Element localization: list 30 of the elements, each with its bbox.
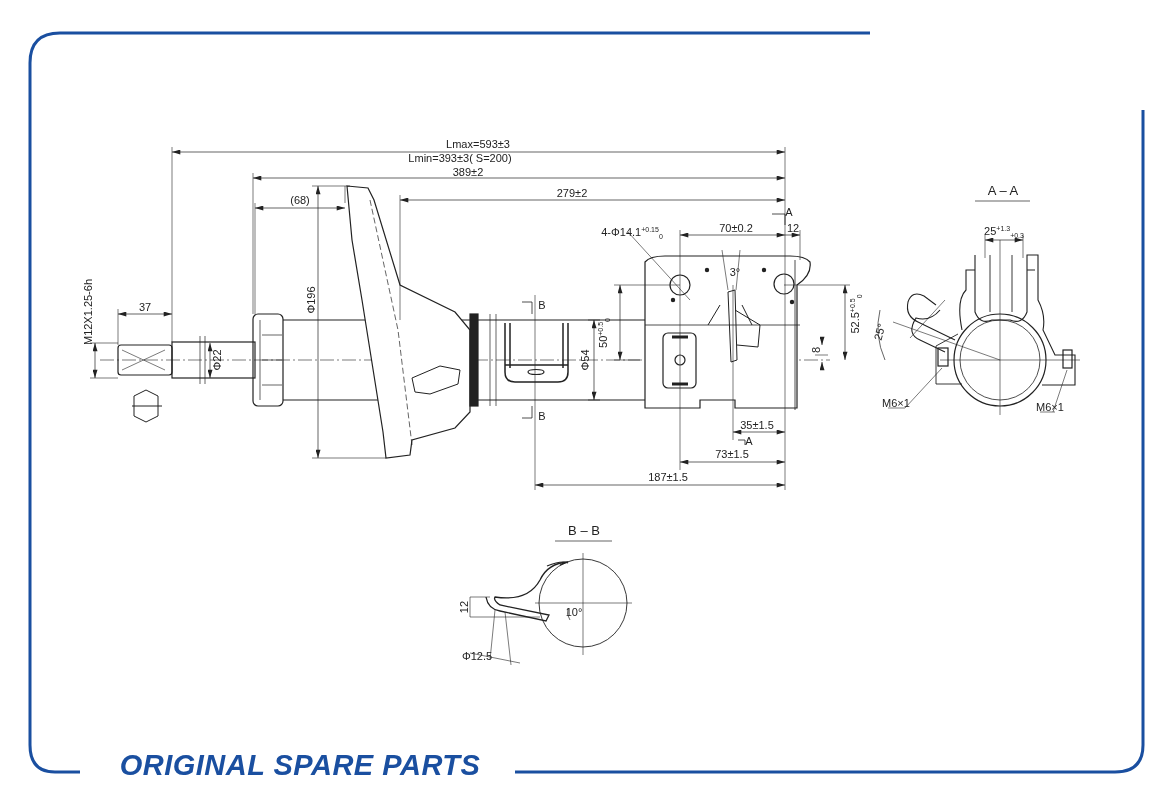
dimension-label: 35±1.5 [740, 419, 774, 431]
dimension-label: Φ54 [579, 349, 591, 371]
angle-label: 3° [729, 266, 741, 278]
angle-label: 10° [565, 606, 583, 618]
thread-label: M12X1.25-6h [82, 279, 94, 345]
section-marker: A [745, 435, 753, 447]
dimension-label: Φ196 [305, 286, 317, 314]
dimension-label: 8 [810, 346, 822, 354]
dimension-label: Φ12.5 [461, 650, 493, 662]
dimension-label: 12 [458, 600, 470, 614]
dimension-label: 187±1.5 [648, 471, 688, 483]
dimension-label: Lmin=393±3( S=200) [408, 152, 512, 164]
dimension-label: 12 [786, 222, 800, 234]
dimension-label: Φ22 [211, 349, 223, 371]
dimension-label: (68) [290, 194, 310, 206]
dimension-label: 73±1.5 [715, 448, 749, 460]
slogan-text: ORIGINAL SPARE PARTS [119, 750, 481, 780]
section-marker: A [785, 206, 793, 218]
thread-label: M6×1 [1036, 401, 1064, 413]
dimension-label: Lmax=593±3 [446, 138, 510, 150]
section-marker: B [538, 410, 546, 422]
section-title: B – B [568, 523, 600, 537]
dimension-label: 37 [138, 301, 152, 313]
section-marker: B [538, 299, 546, 311]
dimension-label: 70±0.2 [719, 222, 753, 234]
dimension-label: 389±2 [452, 166, 484, 178]
section-title: A – A [987, 183, 1019, 197]
dimension-label: 279±2 [556, 187, 588, 199]
thread-label: M6×1 [882, 397, 910, 409]
angle-label: 25° [872, 322, 888, 342]
